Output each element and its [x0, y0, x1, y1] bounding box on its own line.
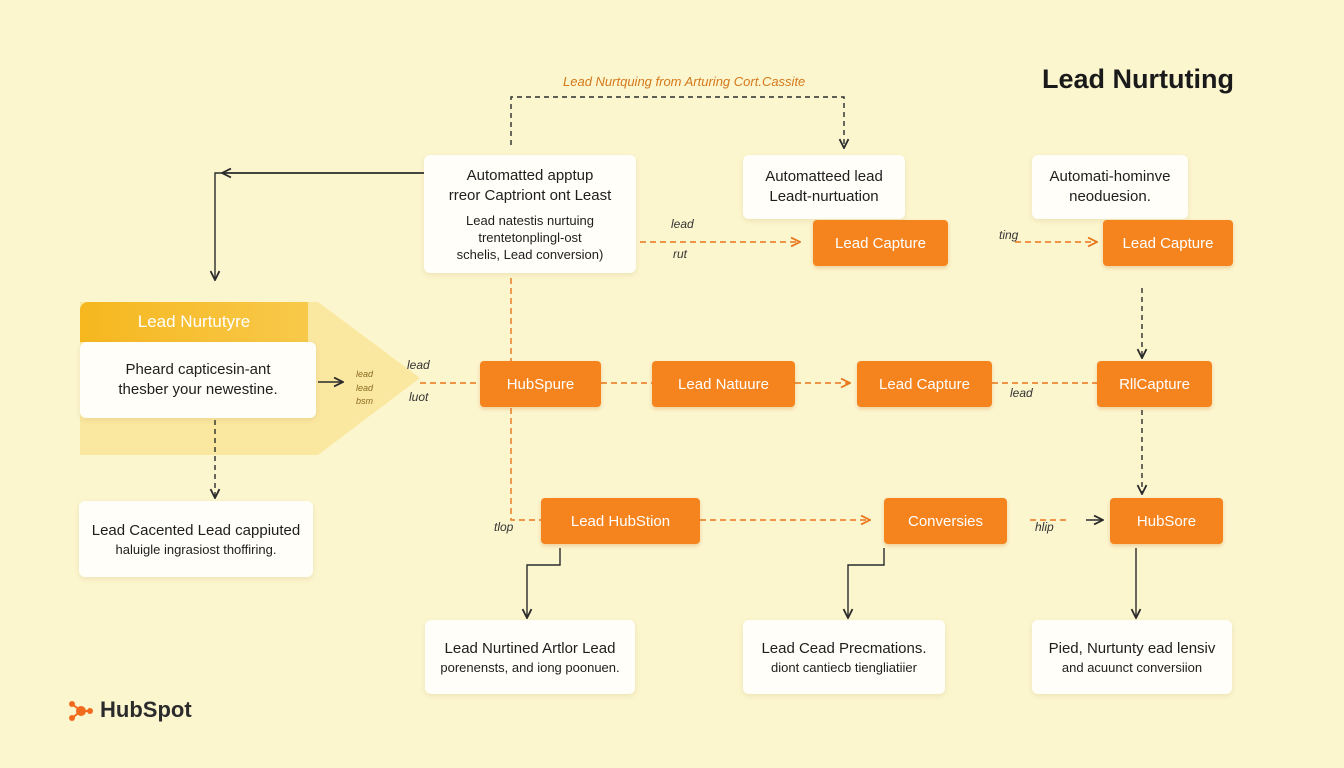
logo-text: HubSpot — [100, 697, 192, 722]
node-hubsore[interactable]: HubSore — [1110, 498, 1223, 544]
box-top-center[interactable]: Automatted apptup rreor Captriont ont Le… — [424, 155, 636, 273]
box-left-bottom[interactable]: Lead Cacented Lead cappiuted haluigle in… — [79, 501, 313, 577]
label-lead-small-2: lead — [356, 383, 374, 393]
label-luot: luot — [409, 390, 429, 404]
box-bottom-3-line2: and acuunct conversiion — [1061, 659, 1203, 675]
node-hubspure[interactable]: HubSpure — [480, 361, 601, 407]
label-lead-small: lead — [356, 369, 374, 379]
box-left-bottom-line1: Lead Cacented Lead cappiuted — [91, 521, 301, 539]
node-conversies[interactable]: Conversies — [884, 498, 1007, 544]
left-panel-line1: Pheard capticesin-ant — [125, 361, 271, 378]
box-top-center-line1: Automatted apptup — [466, 166, 594, 184]
label-lead-b: lead — [407, 358, 430, 372]
box-bottom-2-line1: Lead Cead Precmations. — [761, 639, 927, 657]
box-bottom-2-line2: diont cantiecb tiengliatiier — [771, 659, 917, 675]
box-top-right-line2: neoduesion. — [1069, 188, 1151, 205]
node-lead-capture-2[interactable]: Lead Capture — [1103, 220, 1233, 266]
hubspot-logo[interactable]: HubSpot — [66, 696, 192, 724]
node-lead-capture-3[interactable]: Lead Capture — [857, 361, 992, 407]
box-top-center-line4: trentetonplingl-ost — [478, 229, 582, 245]
box-top-right[interactable]: Automati-hominve neoduesion. — [1032, 155, 1188, 219]
top-loop-label: Lead Nurtquing from Arturing Cort.Cassit… — [563, 74, 806, 89]
box-top-mid[interactable]: Automatteed lead Leadt-nurtuation — [743, 155, 905, 219]
node-lead-capture-1[interactable]: Lead Capture — [813, 220, 948, 266]
box-bottom-3[interactable]: Pied, Nurtunty ead lensiv and acuunct co… — [1032, 620, 1232, 694]
hubspot-sprocket-icon — [69, 701, 93, 721]
left-panel-card[interactable]: Pheard capticesin-ant thesber your newes… — [80, 342, 316, 418]
label-lead-c: lead — [1010, 386, 1033, 400]
left-panel-banner: Lead Nurtutyre — [80, 302, 308, 342]
box-bottom-1[interactable]: Lead Nurtined Artlor Lead porenensts, an… — [425, 620, 635, 694]
box-top-mid-line2: Leadt-nurtuation — [769, 188, 879, 205]
label-tlop: tlop — [494, 520, 514, 534]
box-bottom-1-line2: porenensts, and iong poonuen. — [440, 659, 620, 675]
label-hlip: hlip — [1035, 520, 1054, 534]
box-top-center-line5: schelis, Lead conversion) — [456, 246, 604, 262]
box-left-bottom-line2: haluigle ingrasiost thoffiring. — [115, 541, 277, 557]
box-bottom-1-line1: Lead Nurtined Artlor Lead — [444, 639, 616, 657]
label-rut: rut — [673, 247, 688, 261]
box-top-center-line3: Lead natestis nurtuing — [466, 212, 594, 228]
label-bsm: bsm — [356, 396, 374, 406]
node-rllcapture[interactable]: RllCapture — [1097, 361, 1212, 407]
box-top-mid-line1: Automatteed lead — [765, 168, 883, 185]
box-bottom-2[interactable]: Lead Cead Precmations. diont cantiecb ti… — [743, 620, 945, 694]
node-lead-natuure[interactable]: Lead Natuure — [652, 361, 795, 407]
node-lead-hubstion[interactable]: Lead HubStion — [541, 498, 700, 544]
box-top-center-line2: rreor Captriont ont Least — [448, 186, 612, 204]
label-ting: ting — [999, 228, 1019, 242]
left-panel-line2: thesber your newestine. — [118, 381, 278, 398]
diagram-title: Lead Nurtuting — [1042, 64, 1234, 94]
box-bottom-3-line1: Pied, Nurtunty ead lensiv — [1048, 639, 1216, 657]
label-lead-a: lead — [671, 217, 694, 231]
box-top-right-line1: Automati-hominve — [1049, 168, 1171, 185]
